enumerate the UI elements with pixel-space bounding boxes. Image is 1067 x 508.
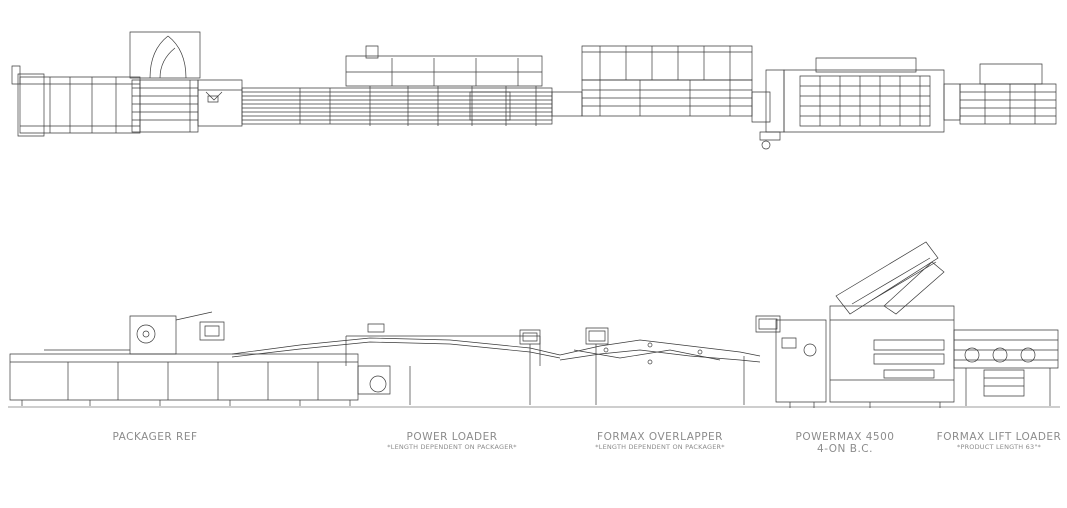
station-label-power-loader: POWER LOADER *LENGTH DEPENDENT ON PACKAG…	[362, 431, 542, 452]
station-name: PACKAGER REF	[112, 431, 198, 443]
station-label-powermax: POWERMAX 4500 4-ON B.C.	[790, 431, 900, 455]
power-loader-elevation	[232, 324, 560, 405]
overlapper-plan	[552, 46, 770, 122]
station-note: *LENGTH DEPENDENT ON PACKAGER*	[387, 443, 517, 451]
station-note: 4-ON B.C.	[817, 443, 873, 455]
station-note: *PRODUCT LENGTH 63"*	[957, 443, 1041, 451]
station-label-packager: PACKAGER REF	[80, 431, 230, 443]
lift-loader-elevation	[954, 330, 1058, 406]
powermax-plan	[760, 58, 960, 149]
station-label-overlapper: FORMAX OVERLAPPER *LENGTH DEPENDENT ON P…	[570, 431, 750, 452]
station-name: POWERMAX 4500	[795, 431, 895, 443]
conveyor-plan	[242, 46, 552, 126]
plan-view	[12, 32, 1056, 149]
powermax-elevation	[776, 242, 954, 408]
station-label-lift-loader: FORMAX LIFT LOADER *PRODUCT LENGTH 63"*	[932, 431, 1066, 452]
elevation-view	[8, 242, 1060, 408]
station-name: FORMAX LIFT LOADER	[936, 431, 1062, 443]
overlapper-elevation	[560, 316, 780, 405]
lift-loader-plan	[960, 64, 1056, 124]
packager-elevation	[10, 312, 390, 406]
station-note: *LENGTH DEPENDENT ON PACKAGER*	[595, 443, 725, 451]
packager-plan	[12, 32, 242, 136]
station-name: FORMAX OVERLAPPER	[597, 431, 723, 443]
station-name: POWER LOADER	[406, 431, 498, 443]
